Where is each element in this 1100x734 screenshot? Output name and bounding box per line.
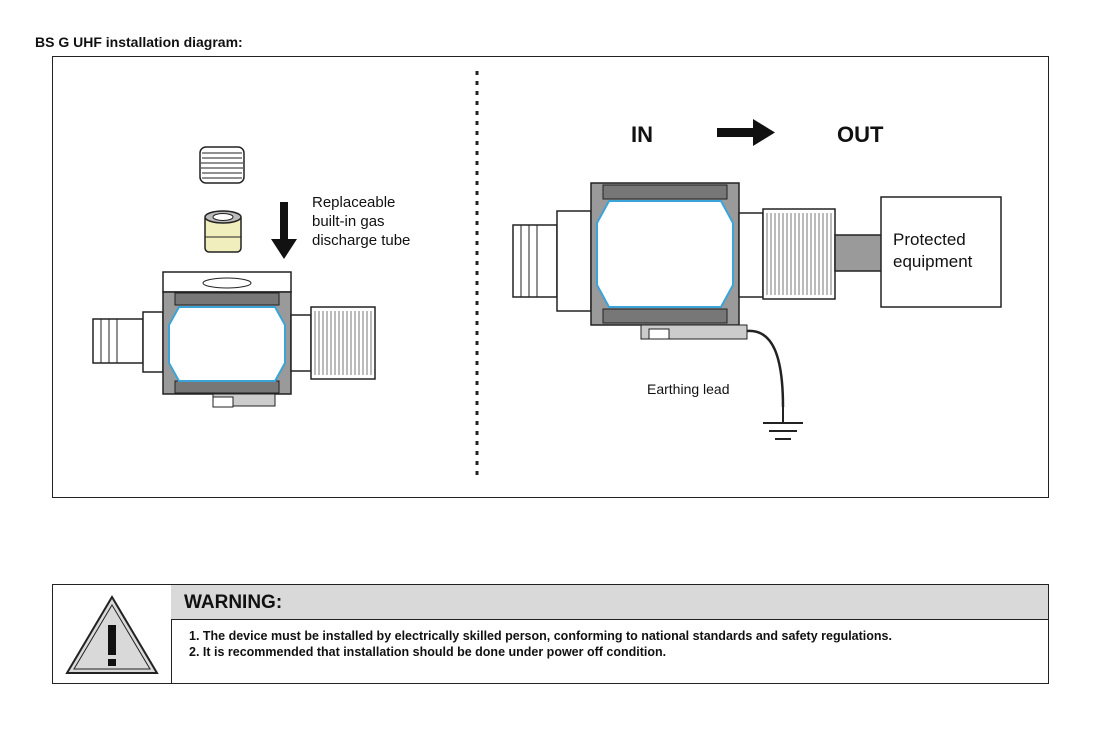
page-title: BS G UHF installation diagram: [35,34,243,50]
surge-protector-right [512,182,884,340]
protected-equipment-box: Protected equipment [880,196,1002,308]
protected-line-2: equipment [893,252,973,271]
protected-line-1: Protected [893,230,966,249]
in-label: IN [631,122,653,147]
installation-diagram: Replaceable built-in gas discharge tube [52,56,1049,498]
svg-text:Protected equipment: Protected equipment [893,230,973,271]
warning-list: 1. The device must be installed by elect… [189,629,1018,661]
gas-tube-icon [204,210,242,253]
warning-header: WARNING: [171,585,1048,620]
warning-box: WARNING: 1. The device must be installed… [52,584,1049,684]
diagram-canvas: Replaceable built-in gas discharge tube [92,71,1002,477]
warning-triangle-icon [65,595,159,674]
warning-title: WARNING: [184,592,283,613]
replaceable-line-2: built-in gas [312,213,385,230]
warning-item-2: 2. It is recommended that installation s… [189,645,667,659]
earthing-lead [746,329,785,422]
down-arrow-icon [271,202,297,259]
ground-symbol-icon [763,422,803,440]
warning-icon-cell [53,585,172,683]
replaceable-label: Replaceable built-in gas discharge tube [312,194,410,249]
right-arrow-icon [717,119,775,146]
replaceable-line-1: Replaceable [312,194,395,211]
surge-protector-left [92,271,376,408]
out-label: OUT [837,122,884,147]
spring-coil [199,146,245,184]
replaceable-line-3: discharge tube [312,232,410,249]
warning-item-1: 1. The device must be installed by elect… [189,629,892,643]
earthing-label: Earthing lead [647,381,730,397]
